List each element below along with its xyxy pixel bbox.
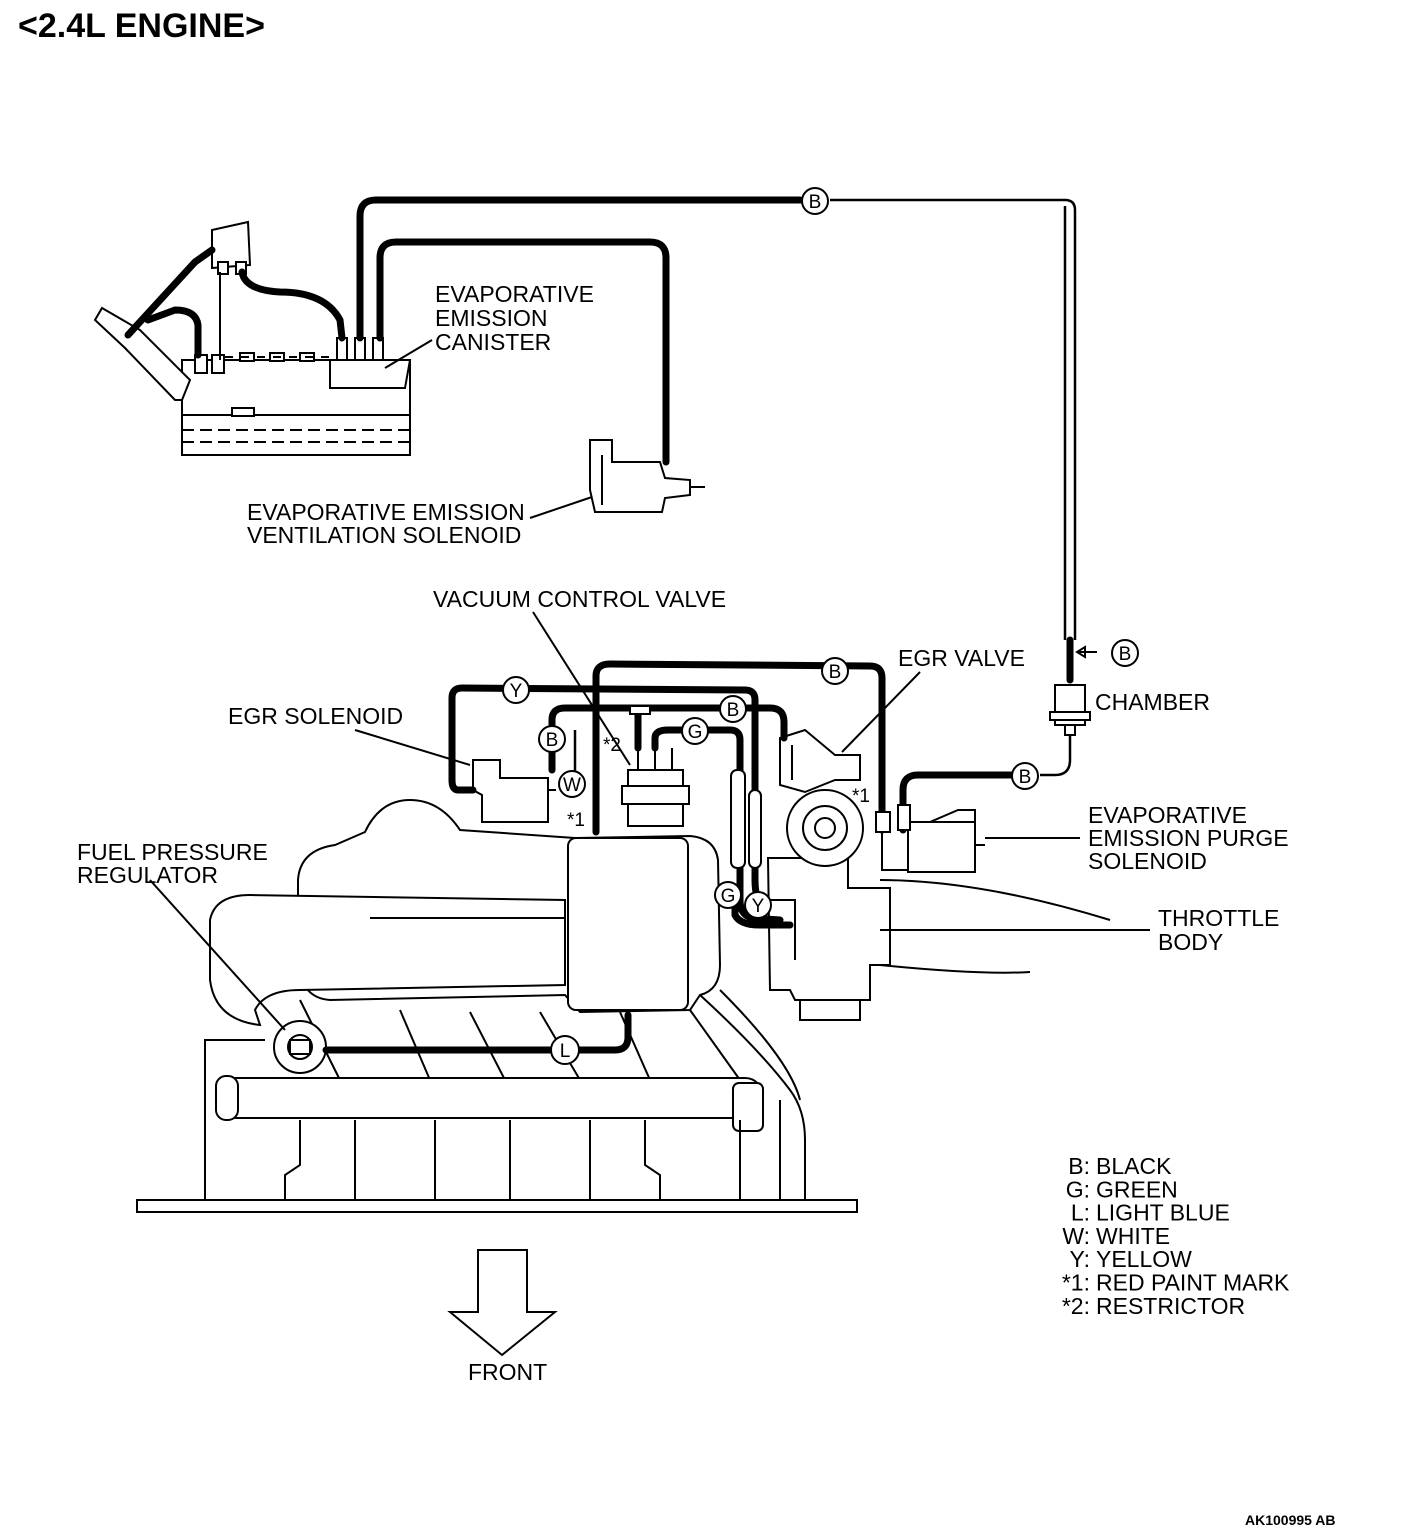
legend-code: G: <box>1066 1176 1090 1202</box>
throttle-body-label: THROTTLE BODY <box>1158 905 1279 955</box>
hose-canister-to-chamber-black <box>356 196 804 342</box>
evaporative-emission-purge-solenoid <box>881 809 985 873</box>
tag-y-egr-solenoid: Y <box>502 676 530 704</box>
svg-text:B: B <box>1119 644 1132 665</box>
legend-code: B: <box>1068 1153 1090 1179</box>
svg-text:B: B <box>727 700 740 721</box>
egr-solenoid <box>472 759 556 823</box>
legend-code: W: <box>1062 1223 1090 1249</box>
legend-code: L: <box>1071 1200 1090 1226</box>
chamber <box>1049 684 1091 736</box>
legend-text: BLACK <box>1096 1153 1172 1179</box>
svg-text:B: B <box>809 192 822 213</box>
mark-red-paint-egr-valve: *1 <box>852 786 870 807</box>
tag-g-throttle: G <box>714 881 742 909</box>
svg-text:EVAPORATIVE EMISSION: EVAPORATIVE EMISSION <box>247 499 525 525</box>
throttle-body <box>766 789 1150 1021</box>
mark-restrictor: *2 <box>603 735 621 756</box>
tag-b-plenum: B <box>821 657 849 685</box>
legend-text: LIGHT BLUE <box>1096 1200 1230 1226</box>
hose-canister-to-vent-solenoid <box>376 238 670 466</box>
tag-b-chamber: B <box>1111 639 1139 667</box>
vacuum-control-valve-label: VACUUM CONTROL VALVE <box>433 586 726 766</box>
legend-text: WHITE <box>1096 1223 1170 1249</box>
svg-text:EGR SOLENOID: EGR SOLENOID <box>228 703 403 729</box>
legend-code: Y: <box>1070 1246 1090 1272</box>
svg-text:CANISTER: CANISTER <box>435 329 551 355</box>
legend-text: RED PAINT MARK <box>1096 1270 1290 1296</box>
svg-text:G: G <box>721 886 736 907</box>
egr-valve <box>779 728 861 794</box>
svg-text:VENTILATION SOLENOID: VENTILATION SOLENOID <box>247 522 521 548</box>
tag-b-purge: B <box>1011 762 1039 790</box>
svg-text:EGR VALVE: EGR VALVE <box>898 645 1025 671</box>
figure-code: AK100995 AB <box>1245 1512 1336 1528</box>
tag-w-egr-solenoid: W <box>558 770 586 798</box>
hose-chamber-to-purge-solenoid <box>899 771 1016 834</box>
evaporative-emission-ventilation-solenoid <box>589 439 705 513</box>
chamber-label: CHAMBER <box>1095 689 1210 715</box>
egr-solenoid-label: EGR SOLENOID <box>228 703 471 766</box>
svg-text:B: B <box>546 730 559 751</box>
svg-text:THROTTLE: THROTTLE <box>1158 905 1279 931</box>
tag-y-throttle: Y <box>744 891 772 919</box>
front-label: FRONT <box>468 1359 547 1385</box>
svg-text:EMISSION PURGE: EMISSION PURGE <box>1088 825 1289 851</box>
tag-b-egr-valve: B <box>719 695 747 723</box>
purge-solenoid-label: EVAPORATIVE EMISSION PURGE SOLENOID <box>985 802 1289 874</box>
svg-text:VACUUM CONTROL VALVE: VACUUM CONTROL VALVE <box>433 586 726 612</box>
hose-vacuum-valve-green <box>651 726 784 924</box>
hose-egr-solenoid-yellow <box>448 684 759 794</box>
svg-text:FUEL PRESSURE: FUEL PRESSURE <box>77 839 268 865</box>
svg-text:B: B <box>1019 767 1032 788</box>
evaporative-emission-canister <box>93 220 412 456</box>
fuel-pressure-regulator <box>273 1020 327 1074</box>
mark-red-paint-egr-solenoid: *1 <box>567 810 585 831</box>
front-arrow <box>447 1249 558 1357</box>
diagram-title: <2.4L ENGINE> <box>18 7 265 45</box>
svg-text:B: B <box>829 662 842 683</box>
tag-b-top: B <box>801 187 829 215</box>
svg-text:L: L <box>560 1041 571 1062</box>
legend-text: RESTRICTOR <box>1096 1293 1245 1319</box>
legend-code: *1: <box>1062 1270 1090 1296</box>
svg-text:REGULATOR: REGULATOR <box>77 862 218 888</box>
fuel-pressure-regulator-label: FUEL PRESSURE REGULATOR <box>77 839 286 1031</box>
tag-g-vacuum-valve: G <box>681 717 709 745</box>
svg-text:BODY: BODY <box>1158 929 1223 955</box>
vacuum-control-valve <box>621 748 690 827</box>
ventilation-solenoid-label: EVAPORATIVE EMISSION VENTILATION SOLENOI… <box>247 496 593 548</box>
tag-l-fuel-regulator: L <box>550 1035 580 1065</box>
svg-text:G: G <box>688 722 703 743</box>
svg-text:EVAPORATIVE: EVAPORATIVE <box>435 281 594 307</box>
svg-text:EMISSION: EMISSION <box>435 305 547 331</box>
canister-label: EVAPORATIVE EMISSION CANISTER <box>384 281 594 369</box>
intake-manifold <box>136 798 858 1213</box>
svg-text:EVAPORATIVE: EVAPORATIVE <box>1088 802 1247 828</box>
svg-text:SOLENOID: SOLENOID <box>1088 848 1207 874</box>
hose-plenum-black <box>592 660 886 836</box>
egr-valve-label: EGR VALVE <box>841 645 1025 753</box>
svg-text:Y: Y <box>510 681 523 702</box>
legend-text: YELLOW <box>1096 1246 1192 1272</box>
tag-b-egr-solenoid: B <box>538 725 566 753</box>
legend-text: GREEN <box>1096 1176 1178 1202</box>
hose-fuel-pressure-regulator-light-blue <box>322 1011 632 1054</box>
svg-text:Y: Y <box>752 896 765 917</box>
svg-text:W: W <box>563 775 581 796</box>
legend-code: *2: <box>1062 1293 1090 1319</box>
